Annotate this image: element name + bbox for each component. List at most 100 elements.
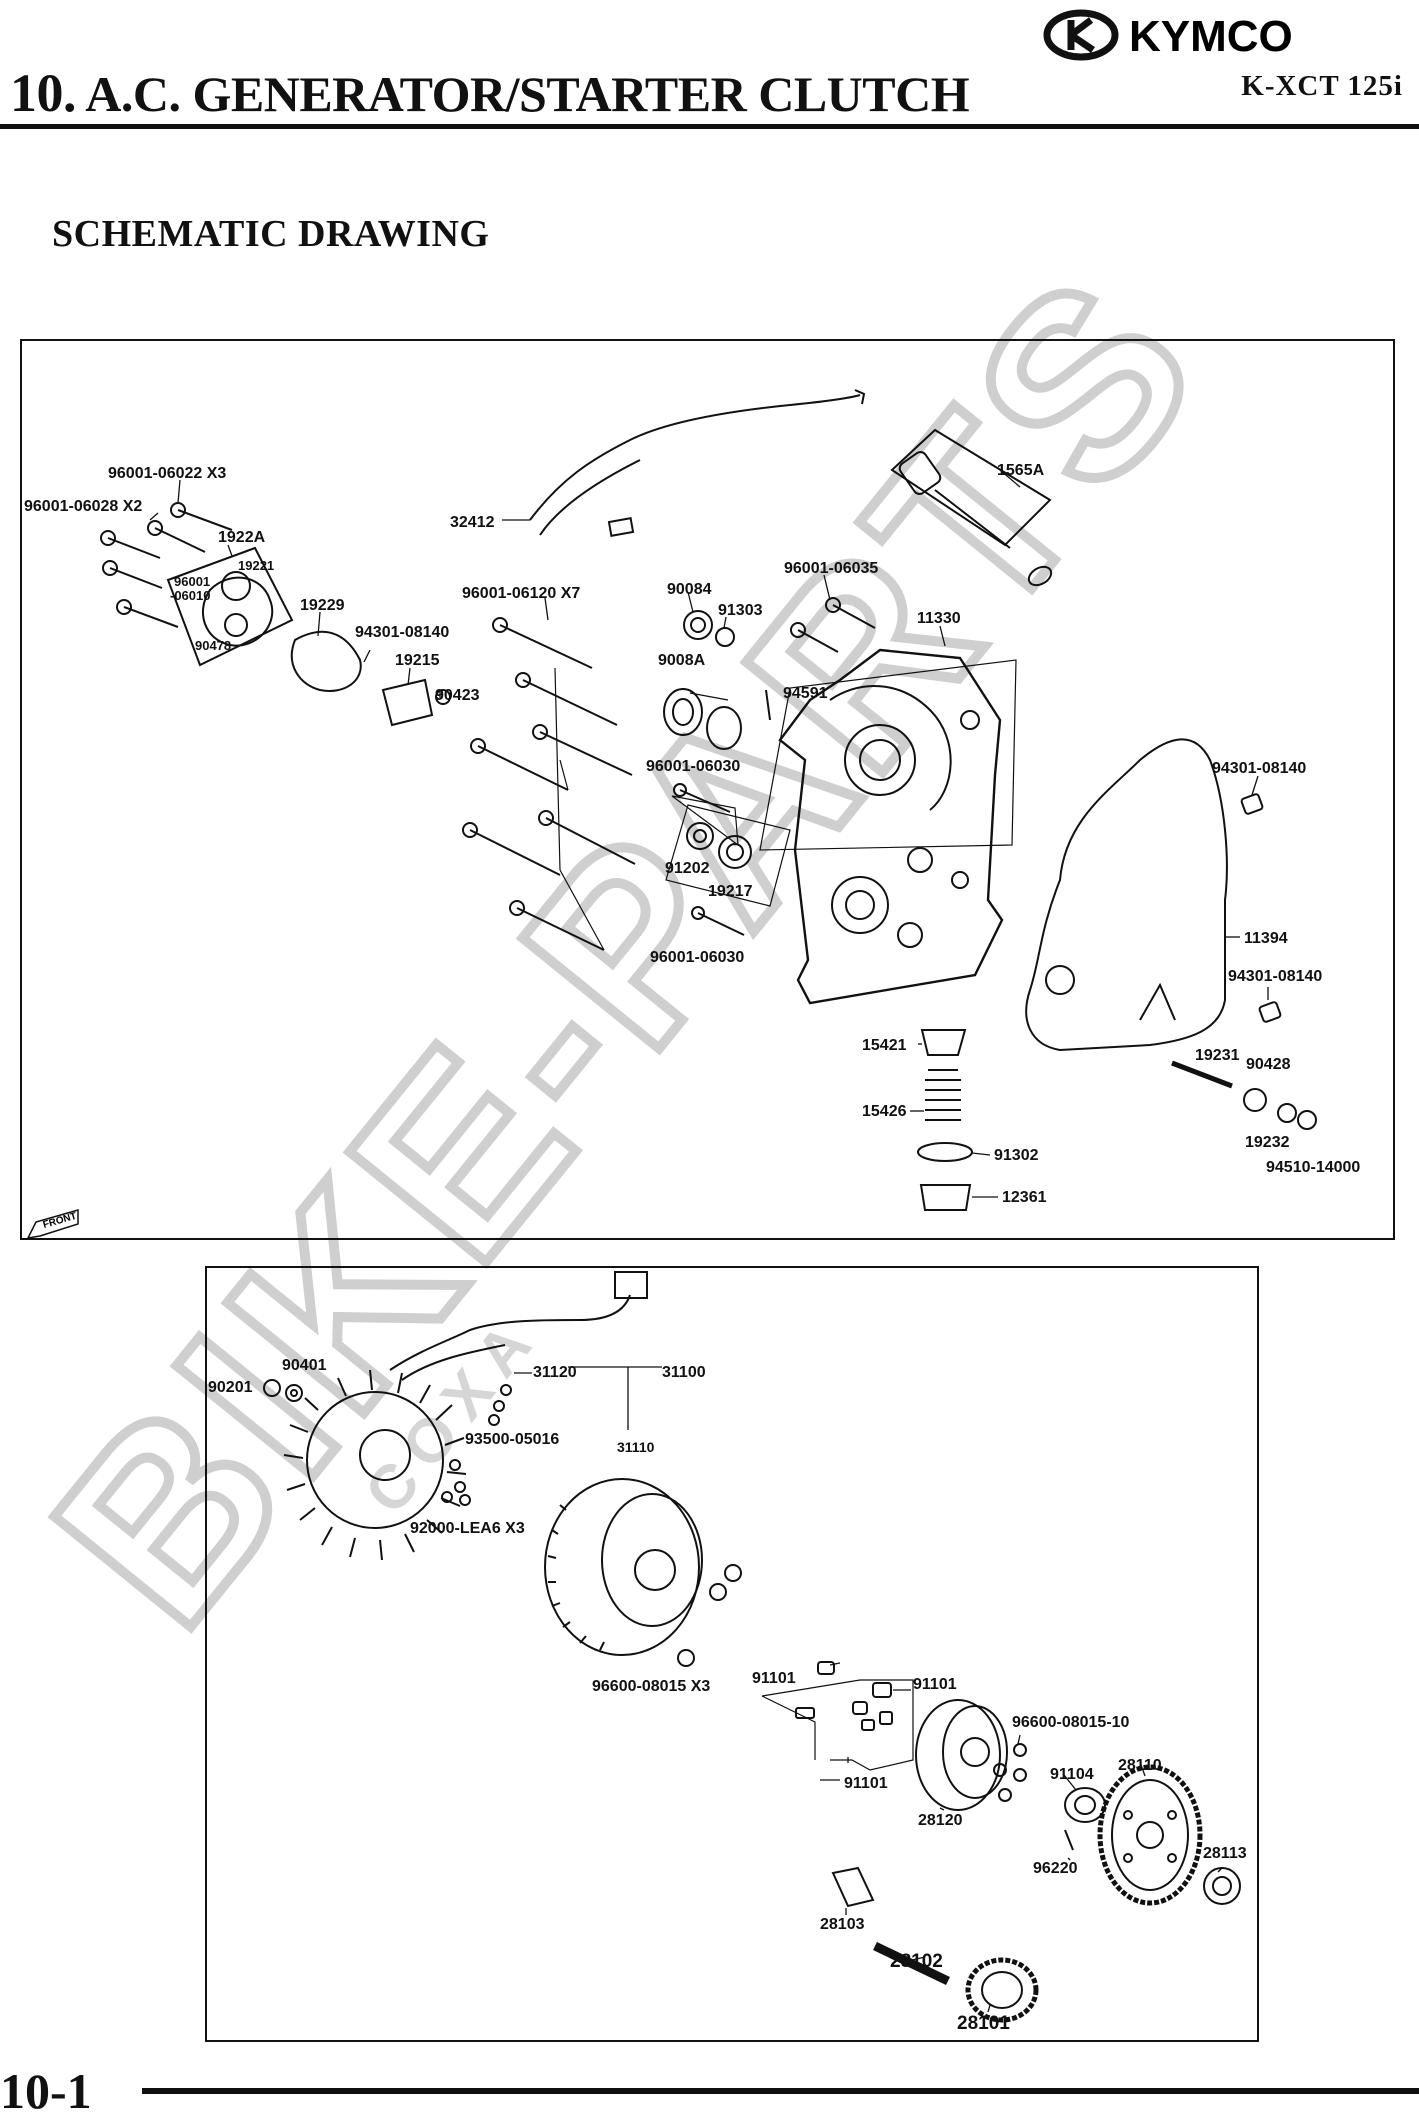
label-93500-05016: 93500-05016 xyxy=(465,1431,559,1448)
label-90423: 90423 xyxy=(435,687,480,704)
watermark-text: BIKE-PARTS xyxy=(1,221,1254,1674)
label-96001-06030-a: 96001-06030 xyxy=(646,758,740,775)
label-28102: 28102 xyxy=(890,1951,943,1972)
starter-clutch-icon xyxy=(915,1699,1001,1811)
shaft-icon xyxy=(1171,1060,1233,1089)
spacer-icon xyxy=(831,1866,875,1908)
needle-bearing-icon xyxy=(1064,1787,1106,1823)
label-91302: 91302 xyxy=(994,1147,1039,1164)
label-28103: 28103 xyxy=(820,1916,865,1933)
label-96600-08015-10: 96600-08015-10 xyxy=(1012,1714,1130,1731)
label-96001-06120: 96001-06120 X7 xyxy=(462,585,580,602)
label-94301-08140-a: 94301-08140 xyxy=(355,624,449,641)
long-bolts-icon xyxy=(462,617,636,951)
label-96001-06030-b: 96001-06030 xyxy=(650,949,744,966)
lower-labels: 90201 90401 31120 31100 93500-05016 3111… xyxy=(208,1357,1247,2034)
label-94591: 94591 xyxy=(783,685,828,702)
label-15421: 15421 xyxy=(862,1037,907,1054)
label-90428: 90428 xyxy=(1246,1056,1291,1073)
upper-labels: 96001-06022 X3 96001-06028 X2 1922A 1922… xyxy=(24,462,1360,1206)
crankcase-cover-icon xyxy=(778,648,1004,1005)
label-92000-LEA6: 92000-LEA6 X3 xyxy=(410,1520,525,1537)
label-96001-06022: 96001-06022 X3 xyxy=(108,465,226,482)
lower-parts-drawing xyxy=(263,1271,1241,2023)
lower-panel-frame xyxy=(205,1266,1259,2042)
label-96001-06035: 96001-06035 xyxy=(784,560,878,577)
flywheel-rotor-icon xyxy=(544,1478,703,1656)
oil-seal-large-icon xyxy=(663,688,703,736)
idle-shaft-icon xyxy=(873,1941,950,1986)
lower-leaders xyxy=(514,1372,1223,2013)
header-rule xyxy=(0,124,1419,129)
label-94301-08140-c: 94301-08140 xyxy=(1228,968,1322,985)
spring-icon xyxy=(925,1069,961,1121)
label-96600-08015-x3: 96600-08015 X3 xyxy=(592,1678,710,1695)
label-19232: 19232 xyxy=(1245,1134,1290,1151)
label-91101-c: 91101 xyxy=(844,1775,888,1792)
chapter-title: 10. A.C. GENERATOR/STARTER CLUTCH xyxy=(10,62,970,124)
label-19231: 19231 xyxy=(1195,1047,1240,1064)
label-31120: 31120 xyxy=(533,1364,577,1381)
upper-leaders xyxy=(149,469,1269,1198)
section-title: SCHEMATIC DRAWING xyxy=(52,213,490,255)
label-90084: 90084 xyxy=(667,581,712,598)
impeller-icon xyxy=(381,678,434,727)
dowel-pin-icon xyxy=(1240,793,1264,815)
label-11394: 11394 xyxy=(1244,930,1288,947)
label-15426: 15426 xyxy=(862,1103,907,1120)
label-19221: 19221 xyxy=(238,558,274,573)
label-96220: 96220 xyxy=(1033,1860,1078,1877)
label-1922A: 1922A xyxy=(218,529,266,546)
model-label: K-XCT 125i xyxy=(1241,70,1403,102)
label-94510-14000: 94510-14000 xyxy=(1266,1159,1360,1176)
label-91202: 91202 xyxy=(665,860,710,877)
label-12361: 12361 xyxy=(1002,1189,1047,1206)
brand-text: KYMCO xyxy=(1129,12,1293,61)
footer-rule xyxy=(142,2088,1419,2094)
front-arrow-icon: FRONT xyxy=(26,1209,79,1239)
upper-panel-frame xyxy=(20,339,1395,1240)
stator-icon xyxy=(283,1369,467,1561)
chapter-title-text: A.C. GENERATOR/STARTER CLUTCH xyxy=(85,66,970,122)
label-91104: 91104 xyxy=(1050,1766,1094,1783)
page-number: 10-1 xyxy=(0,2063,92,2119)
label-96001: 96001 xyxy=(174,574,210,589)
label-31110: 31110 xyxy=(617,1439,655,1455)
label-11330: 11330 xyxy=(917,610,961,627)
label-91101-a: 91101 xyxy=(752,1670,796,1687)
label-91101-b: 91101 xyxy=(913,1676,957,1693)
label-94301-08140-b: 94301-08140 xyxy=(1212,760,1306,777)
chapter-number: 10. xyxy=(10,63,77,123)
label-90201: 90201 xyxy=(208,1379,253,1396)
label-28101: 28101 xyxy=(957,2013,1010,2034)
oil-dipstick-icon xyxy=(898,451,942,495)
wire-harness-icon xyxy=(389,1294,631,1371)
label-91303: 91303 xyxy=(718,602,763,619)
label-28120: 28120 xyxy=(918,1812,963,1829)
driven-gear-icon xyxy=(1097,1764,1203,1906)
sensor-wire-icon xyxy=(529,394,861,521)
upper-parts-drawing xyxy=(100,389,1317,1211)
o-ring-small-icon xyxy=(917,1142,973,1162)
kymco-logo: KYMCO xyxy=(1043,9,1293,61)
label-19229: 19229 xyxy=(300,597,345,614)
label-19215: 19215 xyxy=(395,652,440,669)
o-ring-icon xyxy=(1027,565,1053,587)
label-31100: 31100 xyxy=(662,1364,706,1381)
idle-gear-icon xyxy=(965,1957,1039,2023)
oil-seal-icon xyxy=(683,610,713,640)
label-32412: 32412 xyxy=(450,514,495,531)
label-9008A: 9008A xyxy=(658,652,706,669)
label-1565A: 1565A xyxy=(997,462,1045,479)
label-90401: 90401 xyxy=(282,1357,327,1374)
label-28113: 28113 xyxy=(1203,1845,1247,1862)
bolts-left-icon xyxy=(100,502,233,628)
cover-gasket-icon xyxy=(1025,738,1228,1052)
label-96001-06028: 96001-06028 X2 xyxy=(24,498,142,515)
label-28110: 28110 xyxy=(1118,1757,1162,1774)
oil-strainer-icon xyxy=(920,1029,967,1056)
roller-icon xyxy=(817,1661,835,1675)
drain-plug-icon xyxy=(919,1184,972,1211)
pump-cover-icon xyxy=(201,576,274,647)
